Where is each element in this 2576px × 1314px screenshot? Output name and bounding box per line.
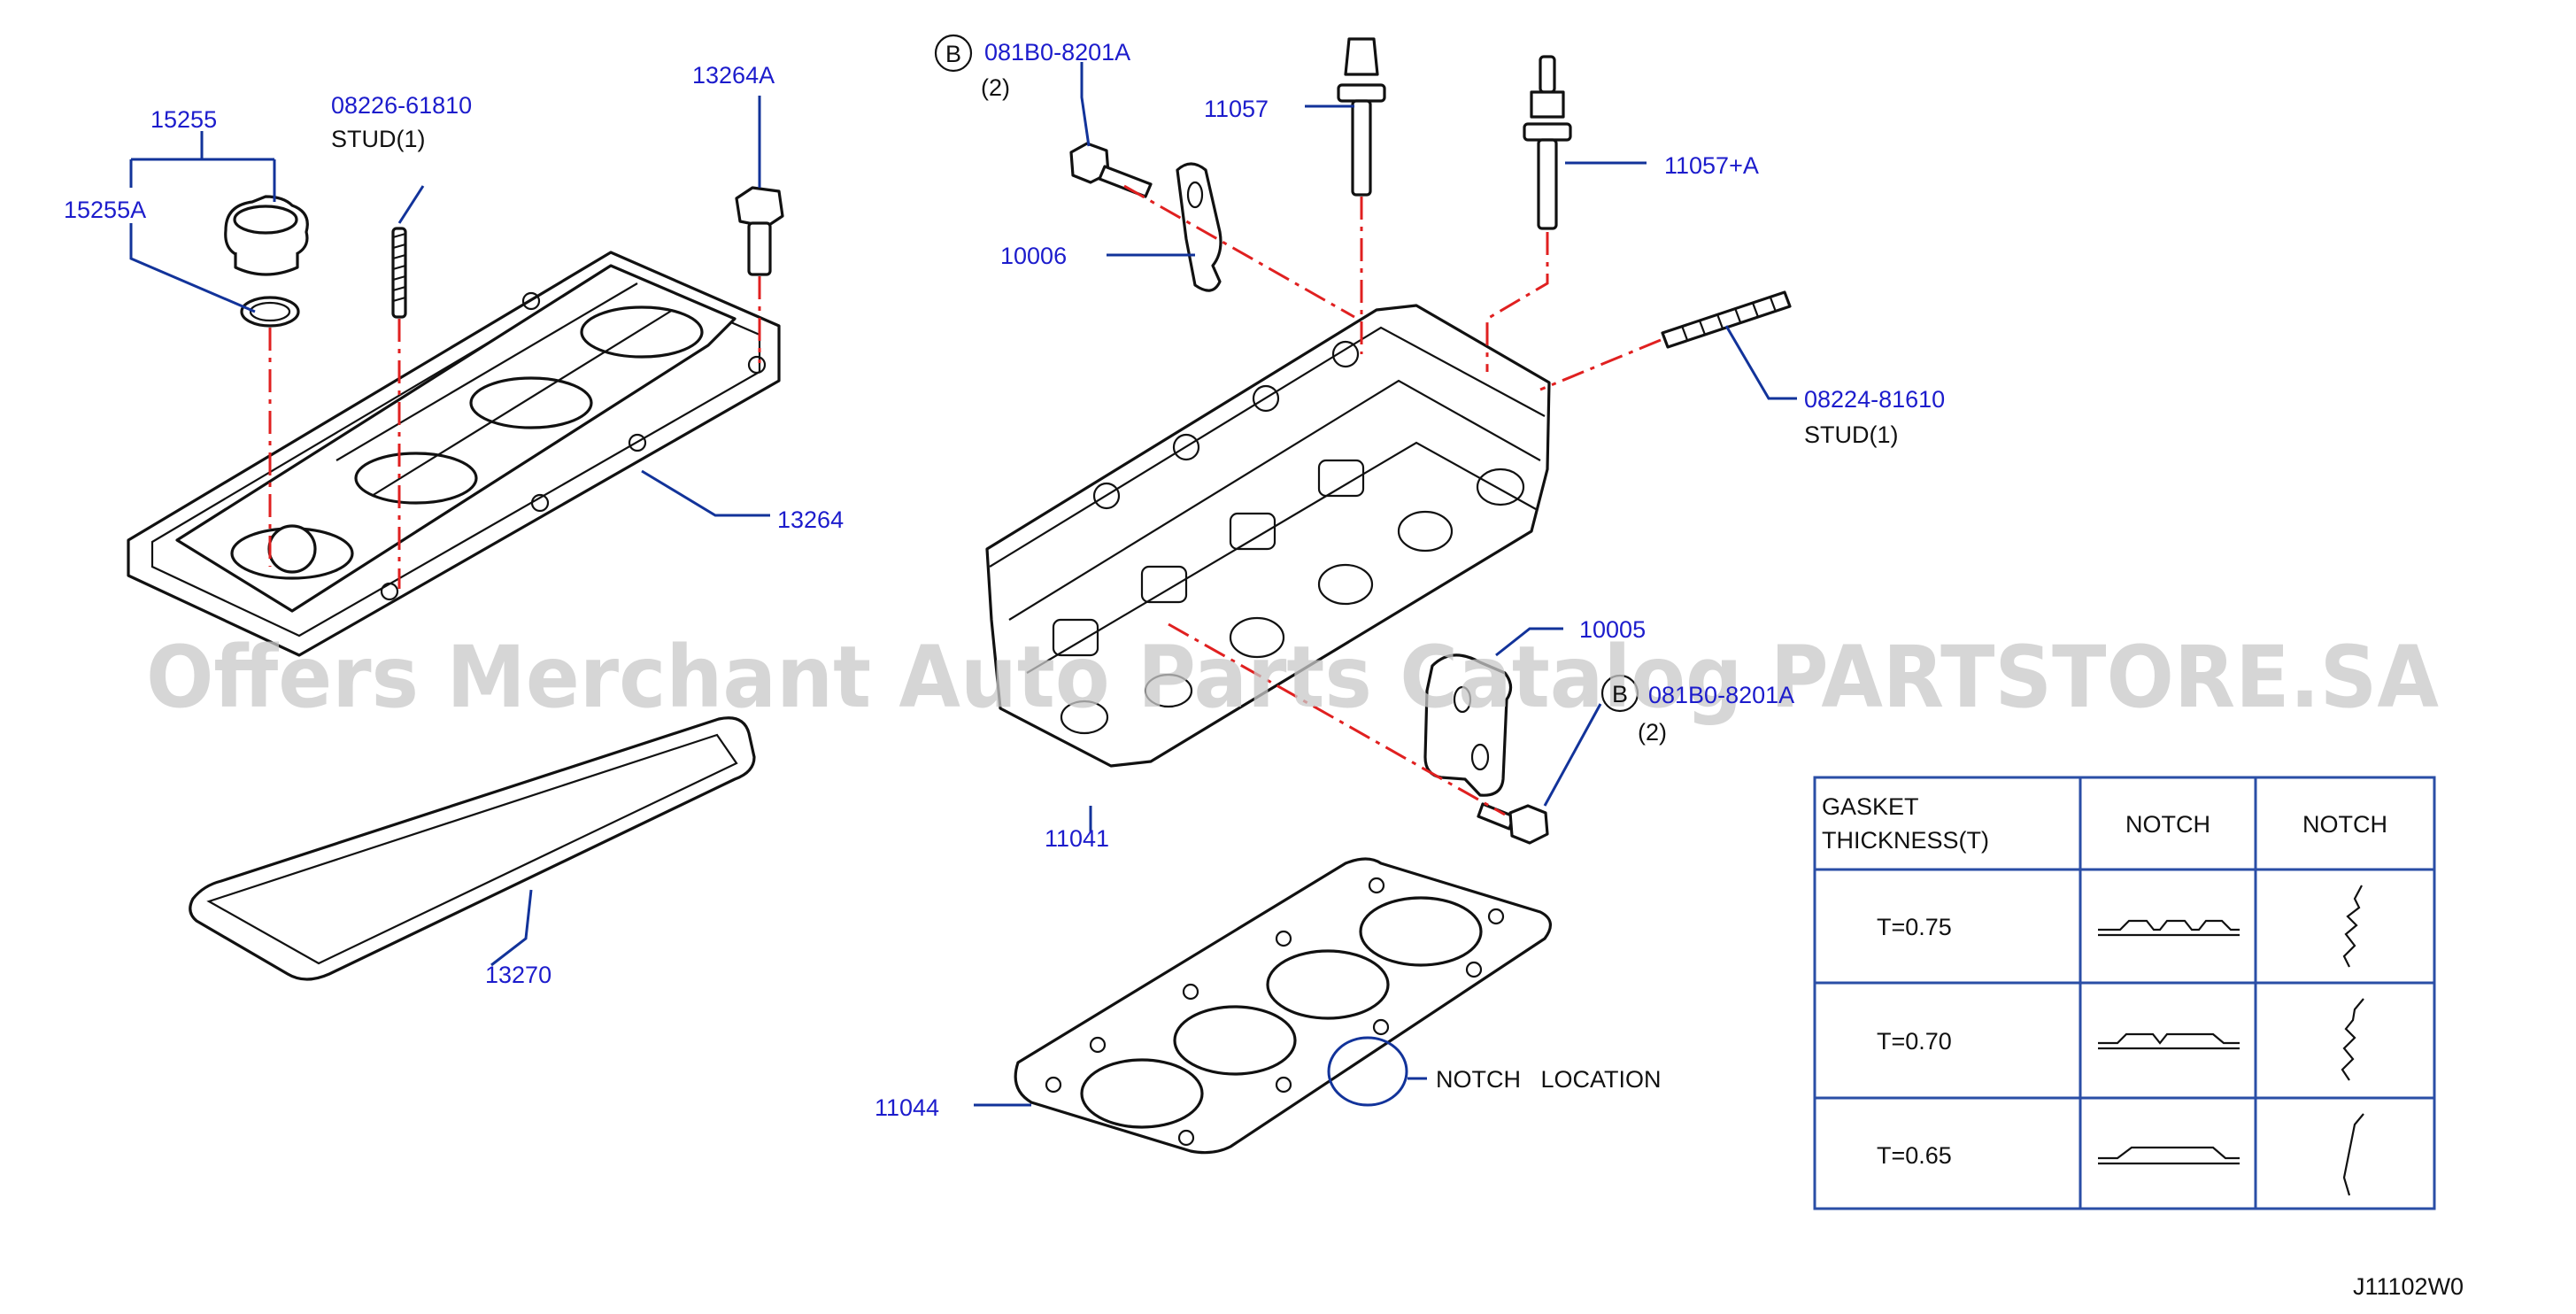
leader-15255 — [129, 131, 276, 202]
label-13264a[interactable]: 13264A — [692, 62, 775, 89]
bolt-081b0-8201a-mid[interactable] — [1477, 802, 1549, 845]
notch-profile-t070 — [2098, 1032, 2240, 1050]
table-header-thickness: THICKNESS(T) — [1822, 827, 1989, 854]
stud-08226-61810[interactable] — [391, 227, 407, 319]
label-081b0-mid-qty: (2) — [1638, 719, 1667, 746]
label-15255[interactable]: 15255 — [150, 106, 217, 133]
leader-13270 — [490, 889, 533, 967]
leader-13264 — [641, 469, 770, 517]
head-gasket-11044[interactable] — [1014, 857, 1552, 1155]
notch-profile-t075 — [2098, 919, 2240, 937]
cylinder-head-11041[interactable] — [985, 304, 1551, 768]
table-row-t065: T=0.65 — [1877, 1142, 1952, 1169]
label-10006[interactable]: 10006 — [1000, 243, 1067, 269]
valve-cover-13264[interactable] — [127, 251, 781, 657]
b-symbol-top-circle — [934, 34, 973, 73]
notch-edge-t065 — [2342, 1113, 2364, 1196]
label-081b0-top-qty: (2) — [981, 74, 1010, 101]
b-symbol-mid: B — [1612, 681, 1628, 707]
notch-location-circle — [1327, 1036, 1408, 1107]
table-header-notch-1: NOTCH — [2125, 811, 2210, 838]
label-08226-note: STUD(1) — [331, 126, 426, 152]
label-08224-note: STUD(1) — [1804, 421, 1899, 448]
notch-profile-t065 — [2098, 1146, 2240, 1165]
label-13264[interactable]: 13264 — [777, 506, 844, 533]
table-header-notch-2: NOTCH — [2302, 811, 2387, 838]
stud-08224-81610[interactable] — [1661, 290, 1792, 349]
leader-15255a — [129, 223, 256, 313]
bolt-13264a[interactable] — [735, 186, 784, 276]
label-11041[interactable]: 11041 — [1045, 825, 1109, 852]
notch-edge-t075 — [2342, 885, 2363, 968]
oil-filler-cap-15255[interactable] — [224, 195, 309, 276]
head-bolt-11057a[interactable] — [1523, 55, 1572, 230]
label-11044[interactable]: 11044 — [875, 1094, 939, 1121]
table-header-gasket: GASKET — [1822, 793, 1919, 820]
centerline-bracket-10005 — [1168, 622, 1506, 816]
centerline-stud-08224 — [1539, 338, 1662, 391]
watermark: Offers Merchant Auto Parts Catalog PARTS… — [146, 628, 2439, 727]
label-08226-61810[interactable]: 08226-61810 — [331, 92, 472, 119]
table-row-t075: T=0.75 — [1877, 914, 1952, 940]
b-symbol-mid-circle — [1600, 674, 1639, 713]
notch-edge-t070 — [2341, 998, 2364, 1081]
leader-10005 — [1495, 627, 1563, 657]
leader-08226 — [397, 185, 425, 224]
valve-cover-gasket-13270[interactable] — [189, 716, 756, 981]
leader-081b0-mid — [1543, 703, 1602, 807]
b-symbol-top: B — [945, 41, 961, 67]
label-10005[interactable]: 10005 — [1579, 616, 1646, 643]
centerline-bolt-top — [1123, 184, 1355, 319]
label-081b0-8201a-top[interactable]: 081B0-8201A — [984, 39, 1130, 66]
bolt-081b0-8201a-top[interactable] — [1069, 142, 1153, 198]
label-11057[interactable]: 11057 — [1204, 96, 1269, 122]
diagram-code: J11102W0 — [2353, 1273, 2464, 1300]
head-bolt-11057[interactable] — [1337, 37, 1386, 197]
label-08224-81610[interactable]: 08224-81610 — [1804, 386, 1945, 413]
label-081b0-8201a-mid[interactable]: 081B0-8201A — [1648, 682, 1794, 708]
gasket-thickness-table: GASKET THICKNESS(T) NOTCH NOTCH T=0.75 T… — [1813, 776, 2436, 1210]
label-13270[interactable]: 13270 — [485, 962, 551, 988]
label-11057a[interactable]: 11057+A — [1664, 152, 1759, 179]
leader-081b0-top — [1080, 62, 1091, 147]
label-15255a[interactable]: 15255A — [64, 197, 146, 223]
leader-08224 — [1724, 325, 1797, 400]
oil-cap-gasket-15255a[interactable] — [240, 296, 300, 328]
label-notch-location: NOTCH LOCATION — [1436, 1066, 1662, 1093]
table-row-t070: T=0.70 — [1877, 1028, 1952, 1055]
centerline-11057a — [1485, 232, 1549, 372]
